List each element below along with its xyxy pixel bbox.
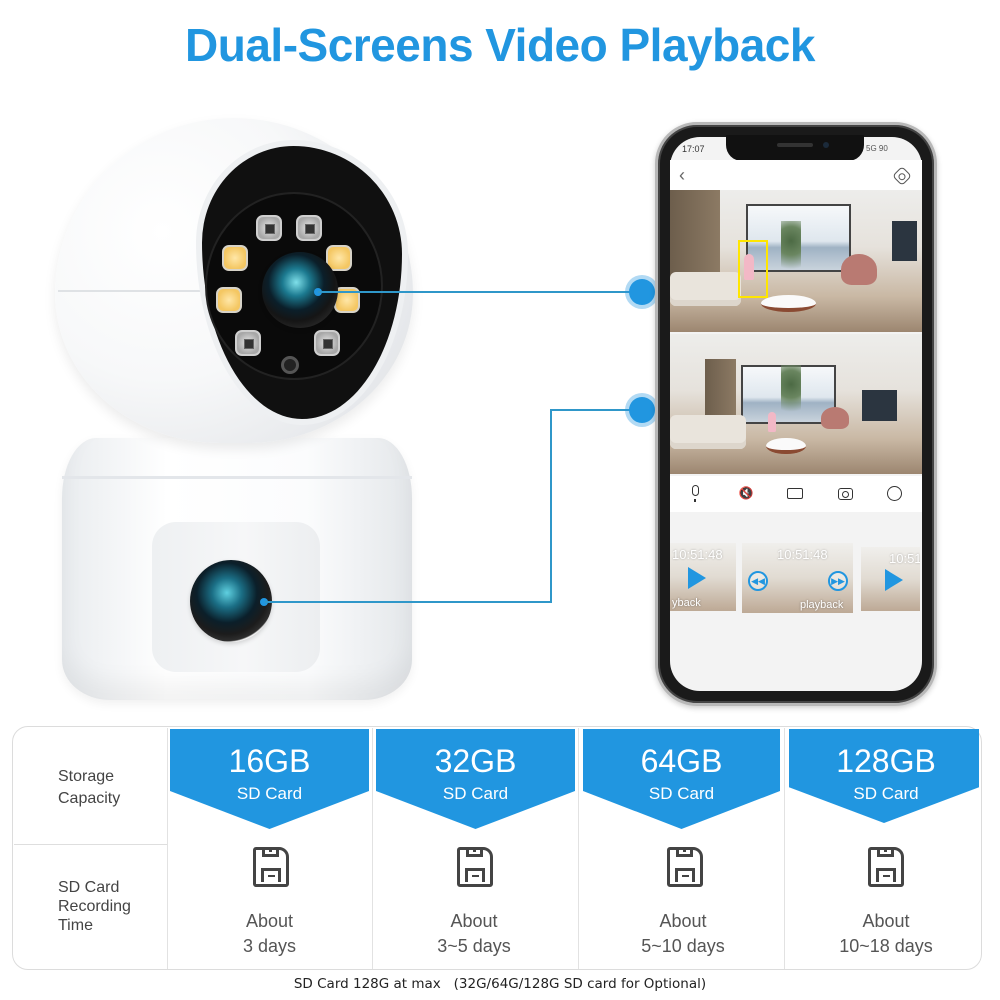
playback-thumbnail[interactable]: 10:51:48 yback bbox=[670, 543, 736, 611]
chevron-left-icon[interactable]: ‹ bbox=[679, 165, 685, 185]
video-camera-icon[interactable] bbox=[787, 488, 803, 499]
recording-days: 10~18 days bbox=[839, 936, 933, 956]
row-divider bbox=[14, 844, 167, 845]
column-divider bbox=[167, 728, 168, 969]
recording-about: About bbox=[862, 911, 910, 931]
column-divider bbox=[578, 728, 579, 969]
label-line: Capacity bbox=[58, 790, 121, 807]
recording-about: About bbox=[450, 911, 498, 931]
camera-base-rim bbox=[62, 476, 412, 479]
thumbnail-time: 10:51:48 bbox=[672, 547, 723, 562]
connector-line bbox=[318, 291, 640, 293]
connector-dot-upper bbox=[629, 279, 655, 305]
sofa bbox=[670, 272, 741, 307]
camera-head-seam bbox=[58, 290, 218, 292]
label-line: Storage bbox=[58, 768, 115, 785]
camera-icon[interactable] bbox=[838, 488, 853, 500]
plant bbox=[780, 364, 802, 430]
recording-days: 3~5 days bbox=[437, 936, 511, 956]
floppy-disk-icon bbox=[253, 847, 289, 887]
label-line: SD Card bbox=[58, 879, 120, 896]
upper-camera-feed[interactable] bbox=[670, 190, 922, 332]
row-label-storage-capacity: Storage Capacity bbox=[58, 767, 120, 808]
phone-front-camera bbox=[823, 142, 829, 148]
coffee-table bbox=[760, 295, 817, 313]
phone-speaker bbox=[777, 143, 813, 147]
tv bbox=[891, 221, 917, 261]
warm-led-icon bbox=[326, 245, 352, 271]
ir-led-icon bbox=[296, 215, 322, 241]
recording-days: 5~10 days bbox=[641, 936, 725, 956]
coffee-table bbox=[765, 437, 807, 455]
label-line: Time bbox=[58, 917, 93, 934]
ir-led-icon bbox=[256, 215, 282, 241]
thumbnail-label: yback bbox=[672, 597, 701, 609]
recording-about: About bbox=[245, 911, 294, 931]
connector-line bbox=[550, 409, 640, 411]
light-sensor-icon bbox=[281, 356, 299, 374]
armchair bbox=[841, 253, 877, 286]
app-header bbox=[670, 160, 922, 190]
connector-dot-lower bbox=[629, 397, 655, 423]
child bbox=[744, 254, 754, 280]
playback-controls-bar bbox=[670, 476, 922, 512]
capacity-size: 128GB bbox=[836, 743, 936, 779]
capacity-sub: SD Card bbox=[236, 784, 303, 803]
footnote: SD Card 128G at max (32G/64G/128G SD car… bbox=[293, 976, 707, 992]
upper-lens-icon bbox=[262, 252, 338, 328]
status-time: 17:07 bbox=[682, 144, 705, 154]
lower-lens-icon bbox=[190, 560, 272, 642]
column-divider bbox=[784, 728, 785, 969]
column-divider bbox=[372, 728, 373, 969]
floppy-disk-icon bbox=[457, 847, 493, 887]
capacity-size: 32GB bbox=[434, 743, 517, 779]
speaker-mute-icon[interactable]: 🔇 bbox=[738, 486, 754, 500]
connector-line bbox=[550, 409, 552, 603]
page-title: Dual-Screens Video Playback bbox=[185, 19, 815, 71]
motion-detection-box bbox=[738, 240, 768, 298]
label-line: Recording bbox=[58, 898, 131, 915]
lower-camera-feed[interactable] bbox=[670, 334, 922, 474]
connector-anchor-dot bbox=[260, 598, 268, 606]
connector-line bbox=[265, 601, 552, 603]
capacity-size: 16GB bbox=[228, 743, 311, 779]
phone-notch bbox=[726, 135, 864, 161]
capacity-sub: SD Card bbox=[648, 784, 715, 803]
sofa bbox=[670, 415, 746, 449]
recording-about: About bbox=[659, 911, 707, 931]
playback-thumbnail[interactable]: 10:51:48 ◀◀ ▶▶ playback bbox=[742, 543, 853, 613]
recording-days: 3 days bbox=[242, 936, 297, 956]
thumbnail-label: playback bbox=[800, 599, 844, 611]
rewind-icon: ◀◀ bbox=[748, 571, 768, 591]
thumbnail-time: 10:51 bbox=[889, 551, 920, 566]
ir-led-icon bbox=[314, 330, 340, 356]
warm-led-icon bbox=[222, 245, 248, 271]
status-indicators: 5G 90 bbox=[866, 144, 888, 153]
playback-thumbnail[interactable]: 10:51 bbox=[861, 547, 920, 611]
play-icon bbox=[885, 569, 903, 591]
capacity-size: 64GB bbox=[640, 743, 723, 779]
warm-led-icon bbox=[216, 287, 242, 313]
play-icon bbox=[688, 567, 706, 589]
fast-forward-icon: ▶▶ bbox=[828, 571, 848, 591]
thumbnail-time: 10:51:48 bbox=[777, 547, 828, 562]
floppy-disk-icon bbox=[868, 847, 904, 887]
microphone-icon[interactable] bbox=[692, 485, 699, 502]
child bbox=[768, 412, 776, 432]
capacity-sub: SD Card bbox=[442, 784, 509, 803]
plant bbox=[780, 221, 802, 287]
capacity-sub: SD Card bbox=[853, 784, 919, 803]
row-label-recording-time: SD Card Recording Time bbox=[58, 878, 131, 935]
tv bbox=[861, 390, 897, 421]
palette-icon[interactable] bbox=[887, 486, 902, 501]
floppy-disk-icon bbox=[667, 847, 703, 887]
ir-led-icon bbox=[235, 330, 261, 356]
armchair bbox=[821, 406, 849, 430]
